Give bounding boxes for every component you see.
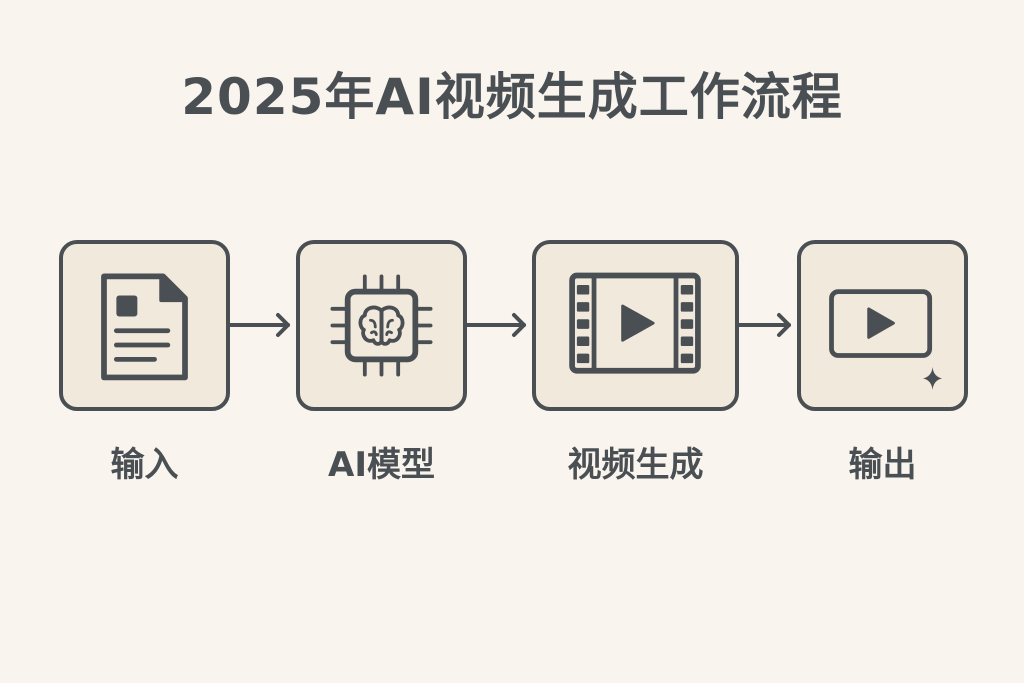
step-box-ai-model [296, 240, 467, 411]
video-play-sparkle-icon [829, 289, 943, 390]
ai-chip-brain-icon [330, 274, 433, 377]
step-label-ai-model: AI模型 [328, 445, 435, 485]
step-box-input [59, 240, 230, 411]
arrow-right-icon [230, 310, 296, 340]
arrow-right-icon [467, 310, 532, 340]
step-label-video-generation: 视频生成 [567, 445, 704, 485]
step-box-video-generation [532, 240, 739, 411]
arrow-right-icon [739, 310, 797, 340]
diagram-title: 2025年AI视频生成工作流程 [181, 68, 843, 126]
document-icon [101, 273, 188, 381]
step-box-output [797, 240, 968, 411]
step-label-input: 输入 [110, 445, 179, 485]
step-label-output: 输出 [848, 445, 917, 485]
film-strip-play-icon [569, 272, 701, 374]
